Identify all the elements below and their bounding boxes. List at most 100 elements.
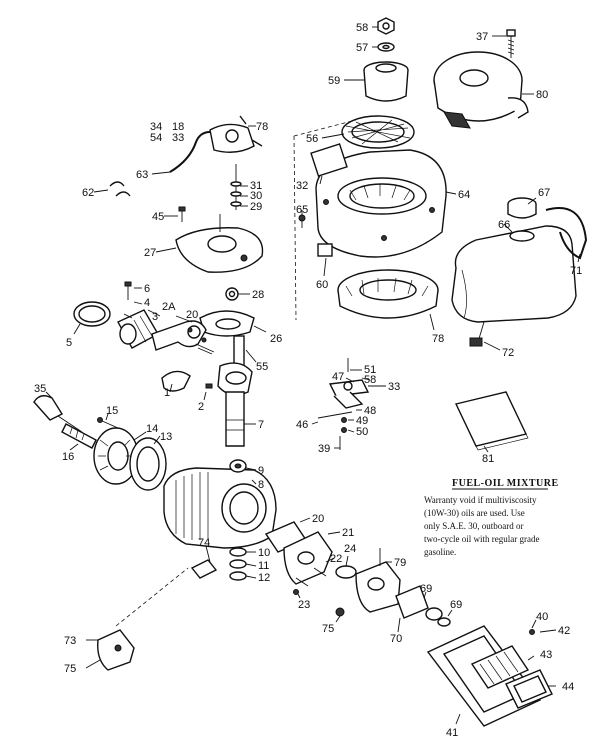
label-41: 41 bbox=[446, 727, 458, 739]
label-81: 81 bbox=[482, 453, 494, 465]
gasket-26 bbox=[199, 310, 255, 337]
label-56: 56 bbox=[306, 133, 318, 145]
label-16: 16 bbox=[62, 451, 74, 463]
label-13: 13 bbox=[160, 431, 172, 443]
note-line-5: gasoline. bbox=[424, 547, 456, 557]
label-33b: 33 bbox=[388, 381, 400, 393]
filter-cover-44 bbox=[505, 669, 553, 709]
label-75: 75 bbox=[322, 623, 334, 635]
label-60: 60 bbox=[316, 279, 328, 291]
gasket-69 bbox=[425, 607, 451, 627]
crankshaft-7 bbox=[217, 335, 253, 447]
fuel-cap-67 bbox=[507, 197, 537, 219]
carburetor-27 bbox=[175, 214, 264, 273]
note-line-3: only S.A.E. 30, outboard or bbox=[424, 521, 524, 531]
note-line-4: two-cycle oil with regular grade bbox=[424, 534, 539, 544]
label-50: 50 bbox=[356, 426, 368, 438]
label-23: 23 bbox=[298, 599, 310, 611]
label-10: 10 bbox=[258, 547, 270, 559]
fuel-tank-66 bbox=[451, 225, 577, 323]
cylinder-block-8 bbox=[163, 467, 277, 549]
flywheel-78 bbox=[337, 269, 439, 319]
spark-plug-16 bbox=[61, 423, 97, 449]
label-63: 63 bbox=[136, 169, 148, 181]
connecting-rod-2a bbox=[151, 320, 207, 351]
label-78-top: 78 bbox=[256, 121, 268, 133]
label-43: 43 bbox=[540, 649, 552, 661]
bolts-6 bbox=[124, 281, 132, 300]
label-27: 27 bbox=[144, 247, 156, 259]
label-35: 35 bbox=[34, 383, 46, 395]
label-2a: 2A bbox=[162, 301, 176, 313]
label-74: 74 bbox=[198, 537, 210, 549]
label-33: 33 bbox=[172, 132, 184, 144]
nut-58 bbox=[377, 17, 395, 35]
label-66: 66 bbox=[498, 219, 510, 231]
label-5: 5 bbox=[66, 337, 72, 349]
filter-element-43 bbox=[470, 645, 530, 689]
label-7: 7 bbox=[258, 419, 264, 431]
clips-62 bbox=[109, 181, 131, 197]
label-57: 57 bbox=[356, 42, 368, 54]
label-58: 58 bbox=[356, 22, 368, 34]
note-title: FUEL-OIL MIXTURE bbox=[452, 478, 559, 489]
starter-cup-59 bbox=[363, 61, 409, 102]
label-14: 14 bbox=[146, 423, 158, 435]
carburetor-79 bbox=[355, 548, 401, 613]
speed-control-linkage bbox=[317, 358, 370, 450]
label-22: 22 bbox=[330, 553, 342, 565]
fuel-fitting-72 bbox=[469, 321, 485, 347]
label-34: 34 bbox=[150, 121, 162, 133]
label-20-top: 20 bbox=[186, 309, 198, 321]
screw-65 bbox=[298, 210, 306, 228]
fuel-oil-note: FUEL-OIL MIXTURE Warranty void if multiv… bbox=[424, 478, 559, 557]
housing-outline bbox=[293, 119, 357, 321]
label-49: 49 bbox=[356, 415, 368, 427]
label-64: 64 bbox=[458, 189, 470, 201]
label-2: 2 bbox=[198, 401, 204, 413]
gasket-74 bbox=[190, 559, 218, 579]
label-26: 26 bbox=[270, 333, 282, 345]
label-9: 9 bbox=[258, 465, 264, 477]
label-29: 29 bbox=[250, 201, 262, 213]
governor-assembly-18 bbox=[209, 115, 263, 153]
tank-strap-71 bbox=[545, 207, 588, 260]
label-69a: 69 bbox=[420, 583, 432, 595]
bearing-10-11-12 bbox=[229, 547, 247, 581]
label-32: 32 bbox=[296, 180, 308, 192]
screw-23 bbox=[293, 589, 299, 595]
seal-9 bbox=[229, 459, 247, 473]
label-71: 71 bbox=[570, 265, 582, 277]
label-12: 12 bbox=[258, 572, 270, 584]
washer-57 bbox=[377, 42, 395, 52]
label-62: 62 bbox=[82, 187, 94, 199]
cover-73 bbox=[97, 629, 135, 671]
label-45: 45 bbox=[152, 211, 164, 223]
label-67: 67 bbox=[538, 187, 550, 199]
screw-15 bbox=[97, 417, 119, 429]
label-44: 44 bbox=[562, 681, 574, 693]
gasket-28 bbox=[225, 287, 239, 301]
label-47: 47 bbox=[332, 371, 344, 383]
note-line-2: (10W-30) oils are used. Use bbox=[424, 508, 525, 518]
rod-bolts-20 bbox=[187, 327, 215, 355]
leader-lines bbox=[45, 26, 581, 725]
label-8: 8 bbox=[258, 479, 264, 491]
spark-plug-boot-35 bbox=[33, 395, 83, 433]
label-24: 24 bbox=[344, 543, 356, 555]
dashed-lead-cover bbox=[115, 567, 189, 627]
rewind-starter-80 bbox=[433, 51, 529, 129]
piston-ring-5 bbox=[73, 301, 111, 327]
owners-manual-81 bbox=[454, 391, 529, 451]
rotating-screen-56 bbox=[341, 115, 415, 149]
part-labels: 58 57 37 59 80 56 34 18 54 33 78 63 32 3… bbox=[34, 22, 582, 739]
label-1: 1 bbox=[164, 387, 170, 399]
key-2 bbox=[205, 383, 213, 389]
label-55: 55 bbox=[256, 361, 268, 373]
label-37: 37 bbox=[476, 31, 488, 43]
label-21: 21 bbox=[342, 527, 354, 539]
label-72: 72 bbox=[502, 347, 514, 359]
note-line-1: Warranty void if multiviscosity bbox=[424, 495, 537, 505]
label-59: 59 bbox=[328, 75, 340, 87]
